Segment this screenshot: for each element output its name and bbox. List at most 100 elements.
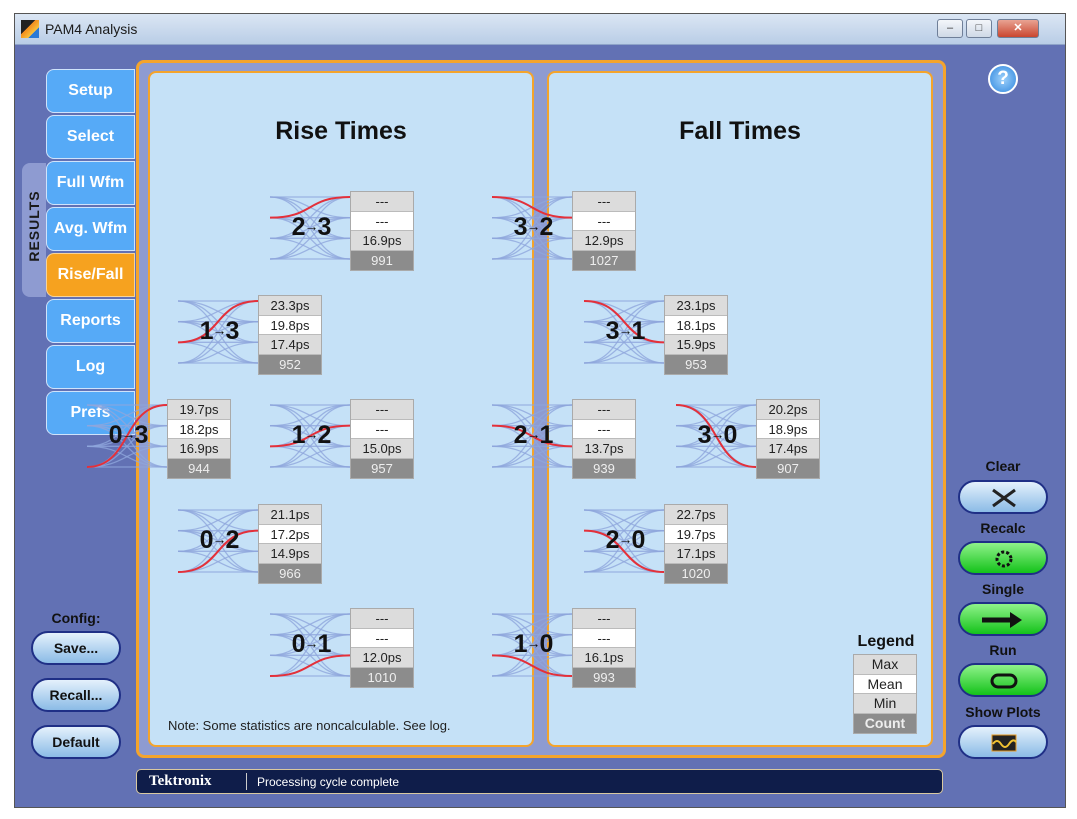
config-label: Config: — [51, 610, 101, 626]
stat-min: 16.9ps — [168, 439, 230, 459]
tektronix-logo: Tektronix — [149, 773, 212, 789]
stat-max: --- — [573, 400, 635, 420]
tab-select[interactable]: Select — [46, 115, 135, 159]
run-button[interactable] — [958, 663, 1048, 697]
stat-mean: 18.1ps — [665, 315, 727, 335]
fall-times-title: Fall Times — [679, 117, 801, 145]
legend-mean: Mean — [854, 674, 916, 694]
stat-max: --- — [351, 400, 413, 420]
legend-max: Max — [854, 655, 916, 675]
eye-diagram-icon — [270, 613, 350, 677]
legend-count: Count — [854, 713, 916, 733]
transition-label: 2→1 — [513, 421, 554, 449]
loop-icon — [990, 673, 1018, 689]
stat-mean: 18.9ps — [757, 419, 819, 439]
stat-min: 12.9ps — [573, 231, 635, 251]
transition-label: 0→3 — [108, 421, 149, 449]
recalc-button[interactable] — [958, 541, 1048, 575]
eye-diagram-icon — [584, 300, 664, 364]
transition-label: 0→2 — [199, 526, 240, 554]
tab-setup[interactable]: Setup — [46, 69, 135, 113]
minimize-button[interactable]: – — [937, 19, 963, 38]
stat-max: 19.7ps — [168, 400, 230, 420]
tab-reports[interactable]: Reports — [46, 299, 135, 343]
stat-count: 966 — [259, 563, 321, 583]
clear-label: Clear — [985, 458, 1021, 474]
legend-title: Legend — [857, 633, 915, 650]
stat-count: 944 — [168, 458, 230, 478]
stat-min: 16.9ps — [351, 231, 413, 251]
stat-max: --- — [573, 192, 635, 212]
recalc-icon — [995, 550, 1013, 568]
tab-rise-fall[interactable]: Rise/Fall — [46, 253, 135, 297]
close-button[interactable]: ✕ — [997, 19, 1039, 38]
transition-label: 1→3 — [199, 317, 240, 345]
stat-max: 23.3ps — [259, 296, 321, 316]
eye-diagram-icon — [270, 404, 350, 468]
stat-mean: 19.7ps — [665, 524, 727, 544]
stat-min: 17.4ps — [259, 335, 321, 355]
stat-count: 1027 — [573, 250, 635, 270]
stat-mean: --- — [351, 628, 413, 648]
eye-diagram-icon — [270, 196, 350, 260]
transition-label: 3→0 — [697, 421, 738, 449]
rise-times-panel: Rise Times Note: Some statistics are non… — [87, 71, 534, 747]
matlab-app-icon — [21, 20, 39, 38]
recall-config-button[interactable]: Recall... — [31, 678, 121, 712]
stat-max: --- — [351, 192, 413, 212]
transition-label: 1→2 — [291, 421, 332, 449]
save-config-button[interactable]: Save... — [31, 631, 121, 665]
stat-min: 14.9ps — [259, 544, 321, 564]
stat-mean: --- — [573, 211, 635, 231]
eye-diagram-icon — [492, 404, 572, 468]
stat-max: 22.7ps — [665, 505, 727, 525]
stat-min: 16.1ps — [573, 648, 635, 668]
stat-mean: 17.2ps — [259, 524, 321, 544]
stat-count: 953 — [665, 354, 727, 374]
run-label: Run — [989, 642, 1017, 658]
results-label-text: RESULTS — [26, 190, 42, 262]
status-bar: Tektronix Processing cycle complete — [136, 769, 943, 794]
eye-diagram-icon — [87, 404, 167, 468]
stat-count: 1010 — [351, 667, 413, 687]
stat-count: 993 — [573, 667, 635, 687]
transition-label: 1→0 — [513, 630, 554, 658]
stat-mean: 19.8ps — [259, 315, 321, 335]
stat-count: 952 — [259, 354, 321, 374]
tab-avg-wfm[interactable]: Avg. Wfm — [46, 207, 135, 251]
help-button[interactable]: ? — [988, 64, 1018, 94]
stat-min: 17.4ps — [757, 439, 819, 459]
eye-diagram-icon — [676, 404, 756, 468]
clear-button[interactable] — [958, 480, 1048, 514]
transition-label: 3→1 — [605, 317, 646, 345]
tab-log[interactable]: Log — [46, 345, 135, 389]
note-text: Note: Some statistics are noncalculable.… — [168, 718, 451, 733]
eye-diagram-icon — [492, 196, 572, 260]
single-button[interactable] — [958, 602, 1048, 636]
stat-count: 957 — [351, 458, 413, 478]
stat-min: 15.9ps — [665, 335, 727, 355]
stat-min: 15.0ps — [351, 439, 413, 459]
show-plots-button[interactable] — [958, 725, 1048, 759]
stat-count: 939 — [573, 458, 635, 478]
tab-full-wfm[interactable]: Full Wfm — [46, 161, 135, 205]
default-config-button[interactable]: Default — [31, 725, 121, 759]
stat-mean: --- — [351, 419, 413, 439]
transition-label: 3→2 — [513, 213, 554, 241]
transition-label: 2→0 — [605, 526, 646, 554]
maximize-button[interactable]: □ — [966, 19, 992, 38]
